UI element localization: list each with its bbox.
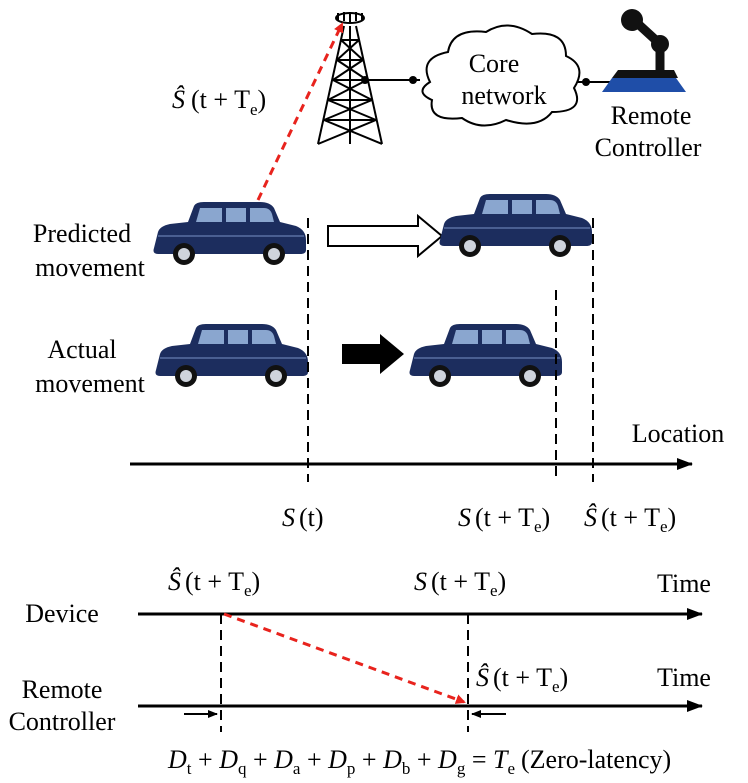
device-time-label: Time xyxy=(657,569,711,598)
predicted-car-end xyxy=(438,193,593,258)
cloud-label-line1: Core xyxy=(469,49,520,78)
device-mark-1: Ŝ(t + Te) xyxy=(168,567,260,600)
predicted-label-line1: Predicted xyxy=(33,219,131,248)
remote-label-line1: Remote xyxy=(22,675,103,704)
device-label: Device xyxy=(25,599,99,628)
remote-time-label: Time xyxy=(657,663,711,692)
actual-label-line1: Actual xyxy=(47,335,116,364)
actual-label-line2: movement xyxy=(35,369,146,398)
actual-car-end xyxy=(408,323,563,388)
device-mark-2: S(t + Te) xyxy=(414,567,506,600)
tick-s-t-te: S(t + Te) xyxy=(458,503,550,536)
actual-car-start xyxy=(154,323,309,388)
latency-equation: Dt + Dq + Da + Dp + Db + Dg = Te(Zero-la… xyxy=(167,745,671,778)
robot-arm-icon xyxy=(602,9,686,92)
uplink-signal-arrow xyxy=(256,22,344,201)
controller-label-line1: Remote xyxy=(611,101,692,130)
location-guides xyxy=(307,218,594,482)
location-axis-label: Location xyxy=(632,419,724,448)
cell-tower xyxy=(317,12,383,145)
remote-mark: Ŝ(t + Te) xyxy=(476,663,568,696)
network-link xyxy=(361,76,612,86)
transmission-signal-arrow xyxy=(223,612,466,704)
cloud-label-line2: network xyxy=(461,81,546,110)
remote-label-line2: Controller xyxy=(9,707,116,736)
predicted-car-start xyxy=(152,201,307,266)
controller-label-line2: Controller xyxy=(595,133,702,162)
tower-estimate-label: Ŝ(t + Te) xyxy=(172,85,266,119)
tick-shat-t-te: Ŝ(t + Te) xyxy=(584,503,676,536)
core-network-cloud xyxy=(421,24,581,127)
actual-solid-arrow xyxy=(342,334,404,374)
predicted-hollow-arrow xyxy=(327,213,444,259)
predicted-label-line2: movement xyxy=(35,253,146,282)
tick-s-t: S(t) xyxy=(282,503,324,532)
